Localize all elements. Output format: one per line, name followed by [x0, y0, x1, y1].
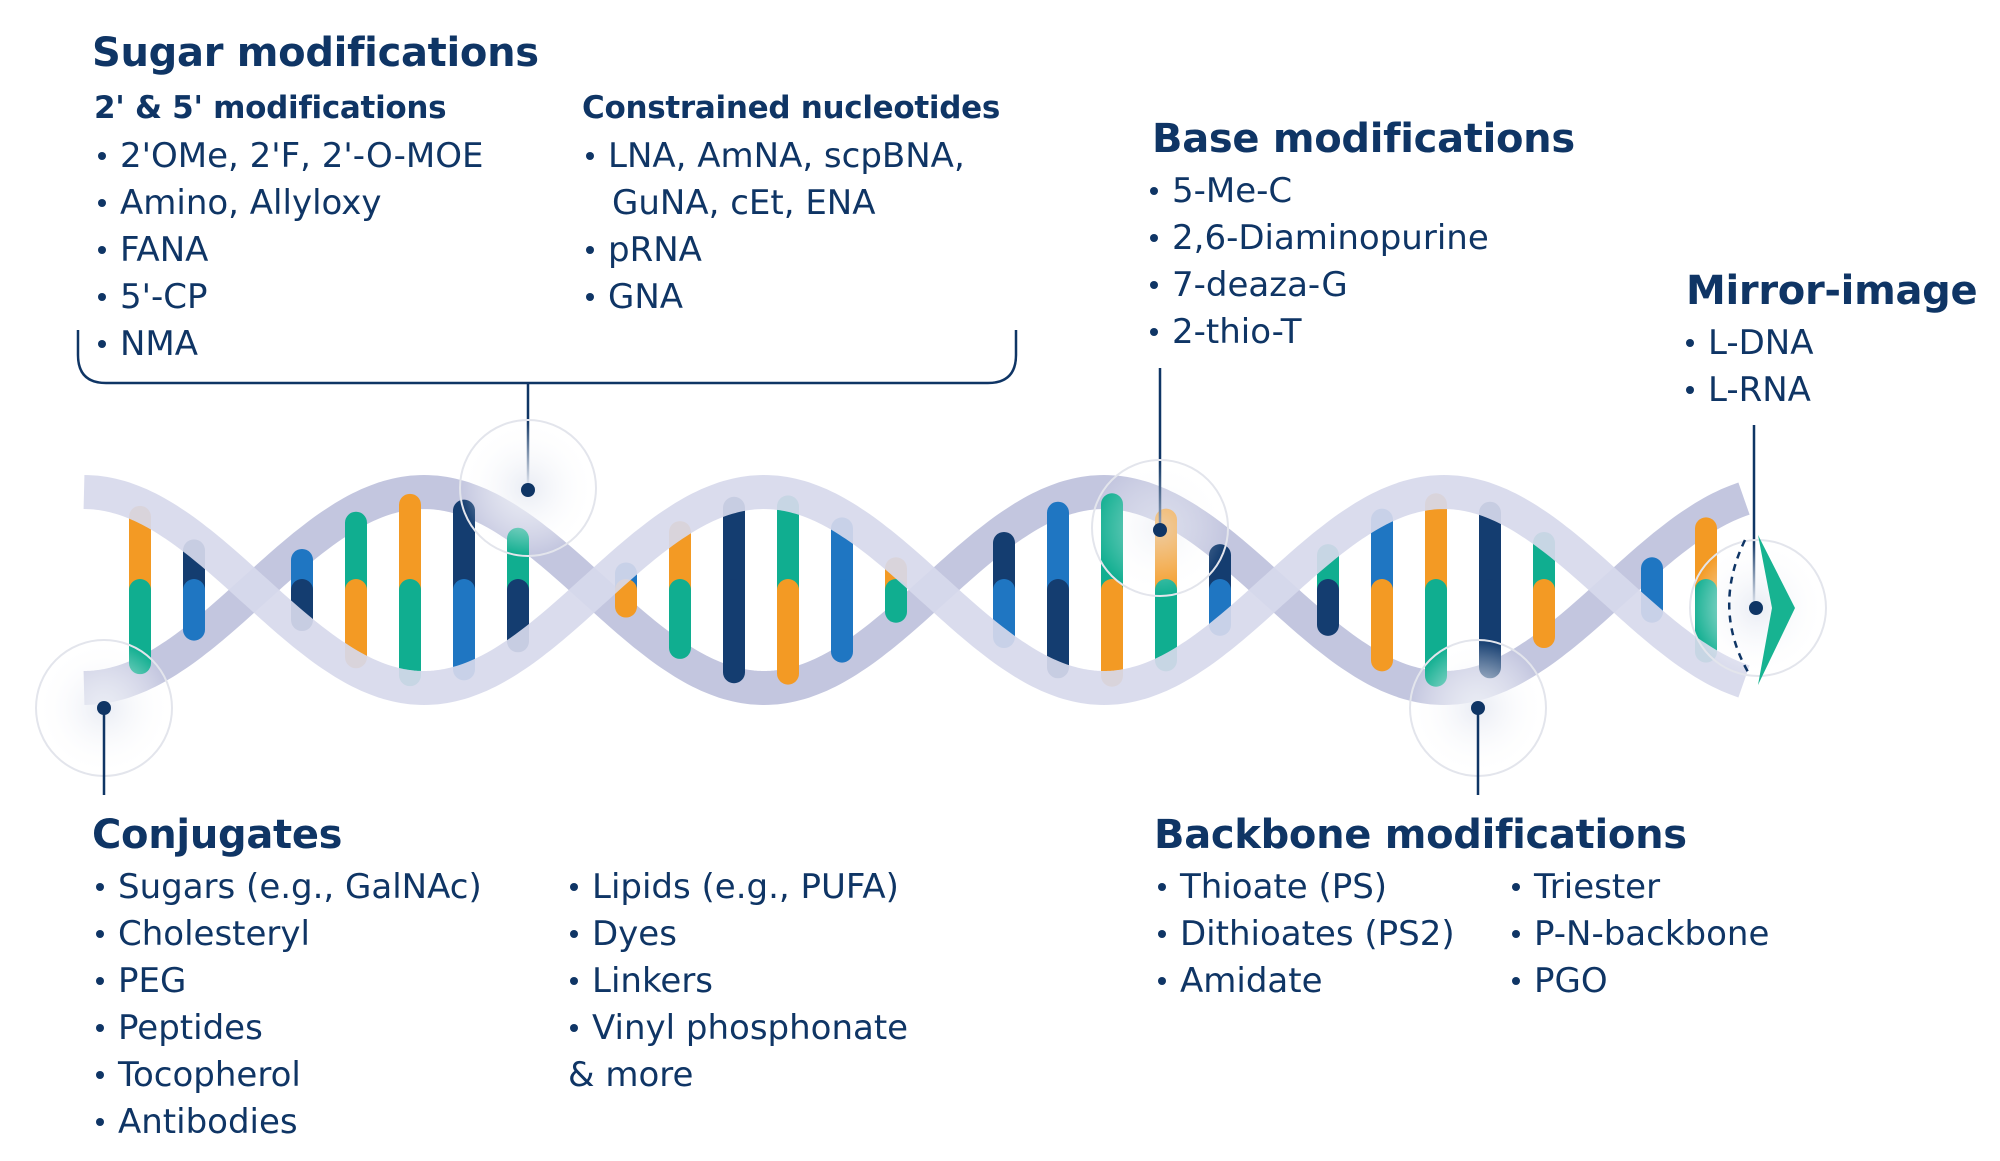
mirror-title: Mirror-image [1686, 268, 1978, 314]
sugar-col1-title: 2' & 5' modifications [94, 90, 447, 126]
backbone-col1-list: Thioate (PS) Dithioates (PS2) Amidate [1154, 864, 1455, 1005]
conjugates-col2-list: Lipids (e.g., PUFA) Dyes Linkers Vinyl p… [566, 864, 908, 1099]
list-item: 2,6-Diaminopurine [1146, 215, 1489, 262]
list-item: Antibodies [92, 1099, 482, 1146]
sugar-title: Sugar modifications [92, 30, 539, 76]
sugar-col2-list: LNA, AmNA, scpBNA, GuNA, cEt, ENA pRNA G… [582, 133, 965, 321]
base-title: Base modifications [1152, 116, 1575, 162]
list-item: Cholesteryl [92, 911, 482, 958]
sugar-marker-dot [521, 483, 535, 497]
list-item: GNA [582, 274, 965, 321]
list-item: Tocopherol [92, 1052, 482, 1099]
helix-strand-a [83, 474, 1750, 706]
mirror-marker-dot [1749, 601, 1763, 615]
list-item: Linkers [566, 958, 908, 1005]
list-item: Lipids (e.g., PUFA) [566, 864, 908, 911]
conjugates-more: & more [568, 1055, 694, 1095]
list-item: Dithioates (PS2) [1154, 911, 1455, 958]
list-item: Amino, Allyloxy [94, 180, 484, 227]
list-item: 2'OMe, 2'F, 2'-O-MOE [94, 133, 484, 180]
sugar-col2-title: Constrained nucleotides [582, 90, 1000, 126]
mirror-list: L-DNA L-RNA [1682, 320, 1814, 414]
conjugates-title: Conjugates [92, 812, 343, 858]
list-item: 5-Me-C [1146, 168, 1489, 215]
list-item: 5'-CP [94, 274, 484, 321]
list-item: L-RNA [1682, 367, 1814, 414]
list-item: L-DNA [1682, 320, 1814, 367]
helix-front-strand [83, 474, 1750, 706]
base-pairs [129, 493, 1717, 687]
backbone-col2-list: Triester P-N-backbone PGO [1508, 864, 1769, 1005]
mirror-chevron-icon [1758, 535, 1795, 685]
backbone-marker-dot [1471, 701, 1485, 715]
conjugates-marker-dot [97, 701, 111, 715]
list-item: 2-thio-T [1146, 309, 1489, 356]
list-item: Triester [1508, 864, 1769, 911]
list-item-continuation: GuNA, cEt, ENA [612, 183, 876, 223]
list-item: LNA, AmNA, scpBNA, [582, 133, 965, 180]
backbone-title: Backbone modifications [1154, 812, 1687, 858]
list-item: FANA [94, 227, 484, 274]
list-item: Thioate (PS) [1154, 864, 1455, 911]
sugar-brace [76, 330, 1018, 385]
list-item: 7-deaza-G [1146, 262, 1489, 309]
conjugates-col1-list: Sugars (e.g., GalNAc) Cholesteryl PEG Pe… [92, 864, 482, 1146]
list-item: Dyes [566, 911, 908, 958]
list-item: PEG [92, 958, 482, 1005]
list-item: NMA [94, 321, 484, 368]
callouts [35, 330, 1827, 795]
list-item: PGO [1508, 958, 1769, 1005]
mirror-dashed-arc [1728, 539, 1750, 673]
list-item: P-N-backbone [1508, 911, 1769, 958]
list-item: Amidate [1154, 958, 1455, 1005]
base-marker-dot [1153, 523, 1167, 537]
list-item: pRNA [582, 227, 965, 274]
list-item: Vinyl phosphonate [566, 1005, 908, 1052]
list-item: Sugars (e.g., GalNAc) [92, 864, 482, 911]
sugar-col1-list: 2'OMe, 2'F, 2'-O-MOE Amino, Allyloxy FAN… [94, 133, 484, 368]
base-list: 5-Me-C 2,6-Diaminopurine 7-deaza-G 2-thi… [1146, 168, 1489, 356]
list-item: Peptides [92, 1005, 482, 1052]
